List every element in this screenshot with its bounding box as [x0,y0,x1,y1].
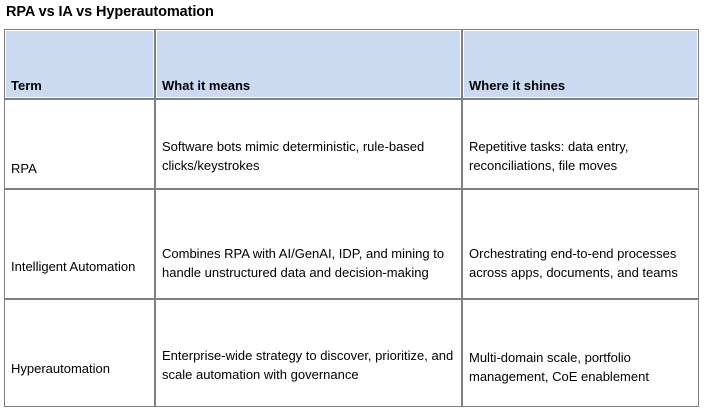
cell-where-it-shines-text: Repetitive tasks: data entry, reconcilia… [469,139,629,173]
page-title: RPA vs IA vs Hyperautomation [6,4,214,20]
column-header-where-it-shines: Where it shines [462,29,699,99]
table-row: Hyperautomation Enterprise-wide strategy… [4,299,699,407]
comparison-table: Term What it means Where it shines RPA S… [4,29,699,407]
cell-what-it-means-text: Enterprise-wide strategy to discover, pr… [162,348,454,382]
cell-where-it-shines: Repetitive tasks: data entry, reconcilia… [462,99,699,189]
column-header-what-it-means: What it means [155,29,462,99]
cell-where-it-shines: Orchestrating end-to-end processes acros… [462,189,699,299]
comparison-table-container: Term What it means Where it shines RPA S… [4,29,699,407]
cell-term: RPA [4,99,155,189]
cell-term: Intelligent Automation [4,189,155,299]
column-header-term: Term [4,29,155,99]
cell-where-it-shines-text: Orchestrating end-to-end processes acros… [469,246,678,280]
cell-term-text: Hyperautomation [11,360,110,376]
cell-term-text: RPA [11,160,37,176]
table-row: RPA Software bots mimic deterministic, r… [4,99,699,189]
table-row: Intelligent Automation Combines RPA with… [4,189,699,299]
cell-term-text: Intelligent Automation [11,258,136,274]
column-header-term-label: Term [11,77,42,93]
table-header-row: Term What it means Where it shines [4,29,699,99]
cell-what-it-means-text: Software bots mimic deterministic, rule-… [162,139,425,173]
cell-what-it-means: Software bots mimic deterministic, rule-… [155,99,462,189]
cell-term: Hyperautomation [4,299,155,407]
cell-where-it-shines-text: Multi-domain scale, portfolio management… [469,350,649,384]
cell-what-it-means: Enterprise-wide strategy to discover, pr… [155,299,462,407]
cell-what-it-means-text: Combines RPA with AI/GenAI, IDP, and min… [162,246,445,280]
cell-where-it-shines: Multi-domain scale, portfolio management… [462,299,699,407]
column-header-what-it-means-label: What it means [162,77,251,93]
cell-what-it-means: Combines RPA with AI/GenAI, IDP, and min… [155,189,462,299]
column-header-where-it-shines-label: Where it shines [469,77,566,93]
